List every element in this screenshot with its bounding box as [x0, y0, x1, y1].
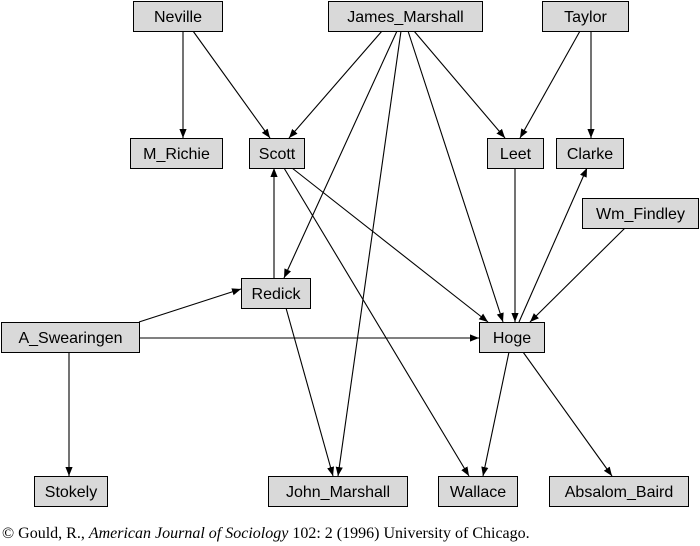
node-james-marshall: James_Marshall [328, 1, 483, 32]
node-label: Absalom_Baird [565, 484, 674, 501]
node-box [542, 1, 629, 32]
node-label: Scott [259, 146, 296, 163]
node-label: Leet [500, 146, 532, 163]
edges-layer [65, 30, 626, 477]
edge-neville-to-scott [192, 30, 271, 139]
node-box [556, 138, 624, 169]
node-label: Redick [252, 286, 302, 303]
node-stokely: Stokely [34, 476, 108, 507]
node-leet: Leet [487, 138, 544, 169]
node-box [1, 322, 140, 353]
edge-james-marshall-to-hoge [407, 30, 504, 323]
edge-hoge-to-clarke [518, 167, 588, 323]
node-m-richie: M_Richie [130, 138, 223, 169]
edge-hoge-to-absalom-baird [522, 351, 613, 477]
caption-journal: American Journal of Sociology [88, 525, 289, 542]
edge-wm-findley-to-hoge [529, 227, 626, 323]
node-box [328, 1, 483, 32]
caption-suffix: 102: 2 (1996) University of Chicago. [288, 525, 530, 542]
node-absalom-baird: Absalom_Baird [549, 476, 689, 507]
node-label: Taylor [564, 9, 607, 26]
node-neville: Neville [133, 1, 223, 32]
node-box [438, 476, 518, 507]
edge-taylor-to-leet [519, 30, 581, 139]
edge-james-marshall-to-redick [283, 30, 398, 279]
node-label: A_Swearingen [18, 330, 122, 347]
node-box [479, 322, 545, 353]
node-label: Wm_Findley [596, 206, 685, 223]
edge-james-marshall-to-john-marshall [335, 30, 402, 477]
node-john-marshall: John_Marshall [268, 476, 408, 507]
node-box [549, 476, 689, 507]
node-label: Hoge [493, 330, 531, 347]
node-box [268, 476, 408, 507]
edge-scott-to-hoge [291, 167, 489, 323]
node-box [249, 138, 305, 169]
edge-james-marshall-to-scott [288, 30, 383, 139]
edge-a-swearingen-to-redick [138, 288, 242, 323]
node-box [241, 278, 311, 309]
edge-james-marshall-to-leet [413, 30, 506, 139]
node-label: M_Richie [143, 146, 210, 163]
node-label: Clarke [567, 146, 613, 163]
node-label: John_Marshall [286, 484, 390, 501]
edge-scott-to-wallace [283, 167, 470, 477]
node-clarke: Clarke [556, 138, 624, 169]
node-redick: Redick [241, 278, 311, 309]
node-box [34, 476, 108, 507]
edge-redick-to-john-marshall [285, 307, 335, 477]
node-box [582, 198, 699, 229]
node-a-swearingen: A_Swearingen [1, 322, 140, 353]
node-taylor: Taylor [542, 1, 629, 32]
node-scott: Scott [249, 138, 305, 169]
copyright-caption: © Gould, R., American Journal of Sociolo… [2, 524, 530, 544]
node-label: James_Marshall [347, 9, 463, 26]
node-label: Wallace [450, 484, 506, 501]
edge-hoge-to-wallace [481, 351, 510, 477]
node-box [130, 138, 223, 169]
node-wallace: Wallace [438, 476, 518, 507]
node-box [487, 138, 544, 169]
node-label: Stokely [45, 484, 97, 501]
node-wm-findley: Wm_Findley [582, 198, 699, 229]
caption-prefix: © Gould, R., [2, 525, 89, 542]
node-box [133, 1, 223, 32]
node-label: Neville [154, 9, 202, 26]
node-hoge: Hoge [479, 322, 545, 353]
